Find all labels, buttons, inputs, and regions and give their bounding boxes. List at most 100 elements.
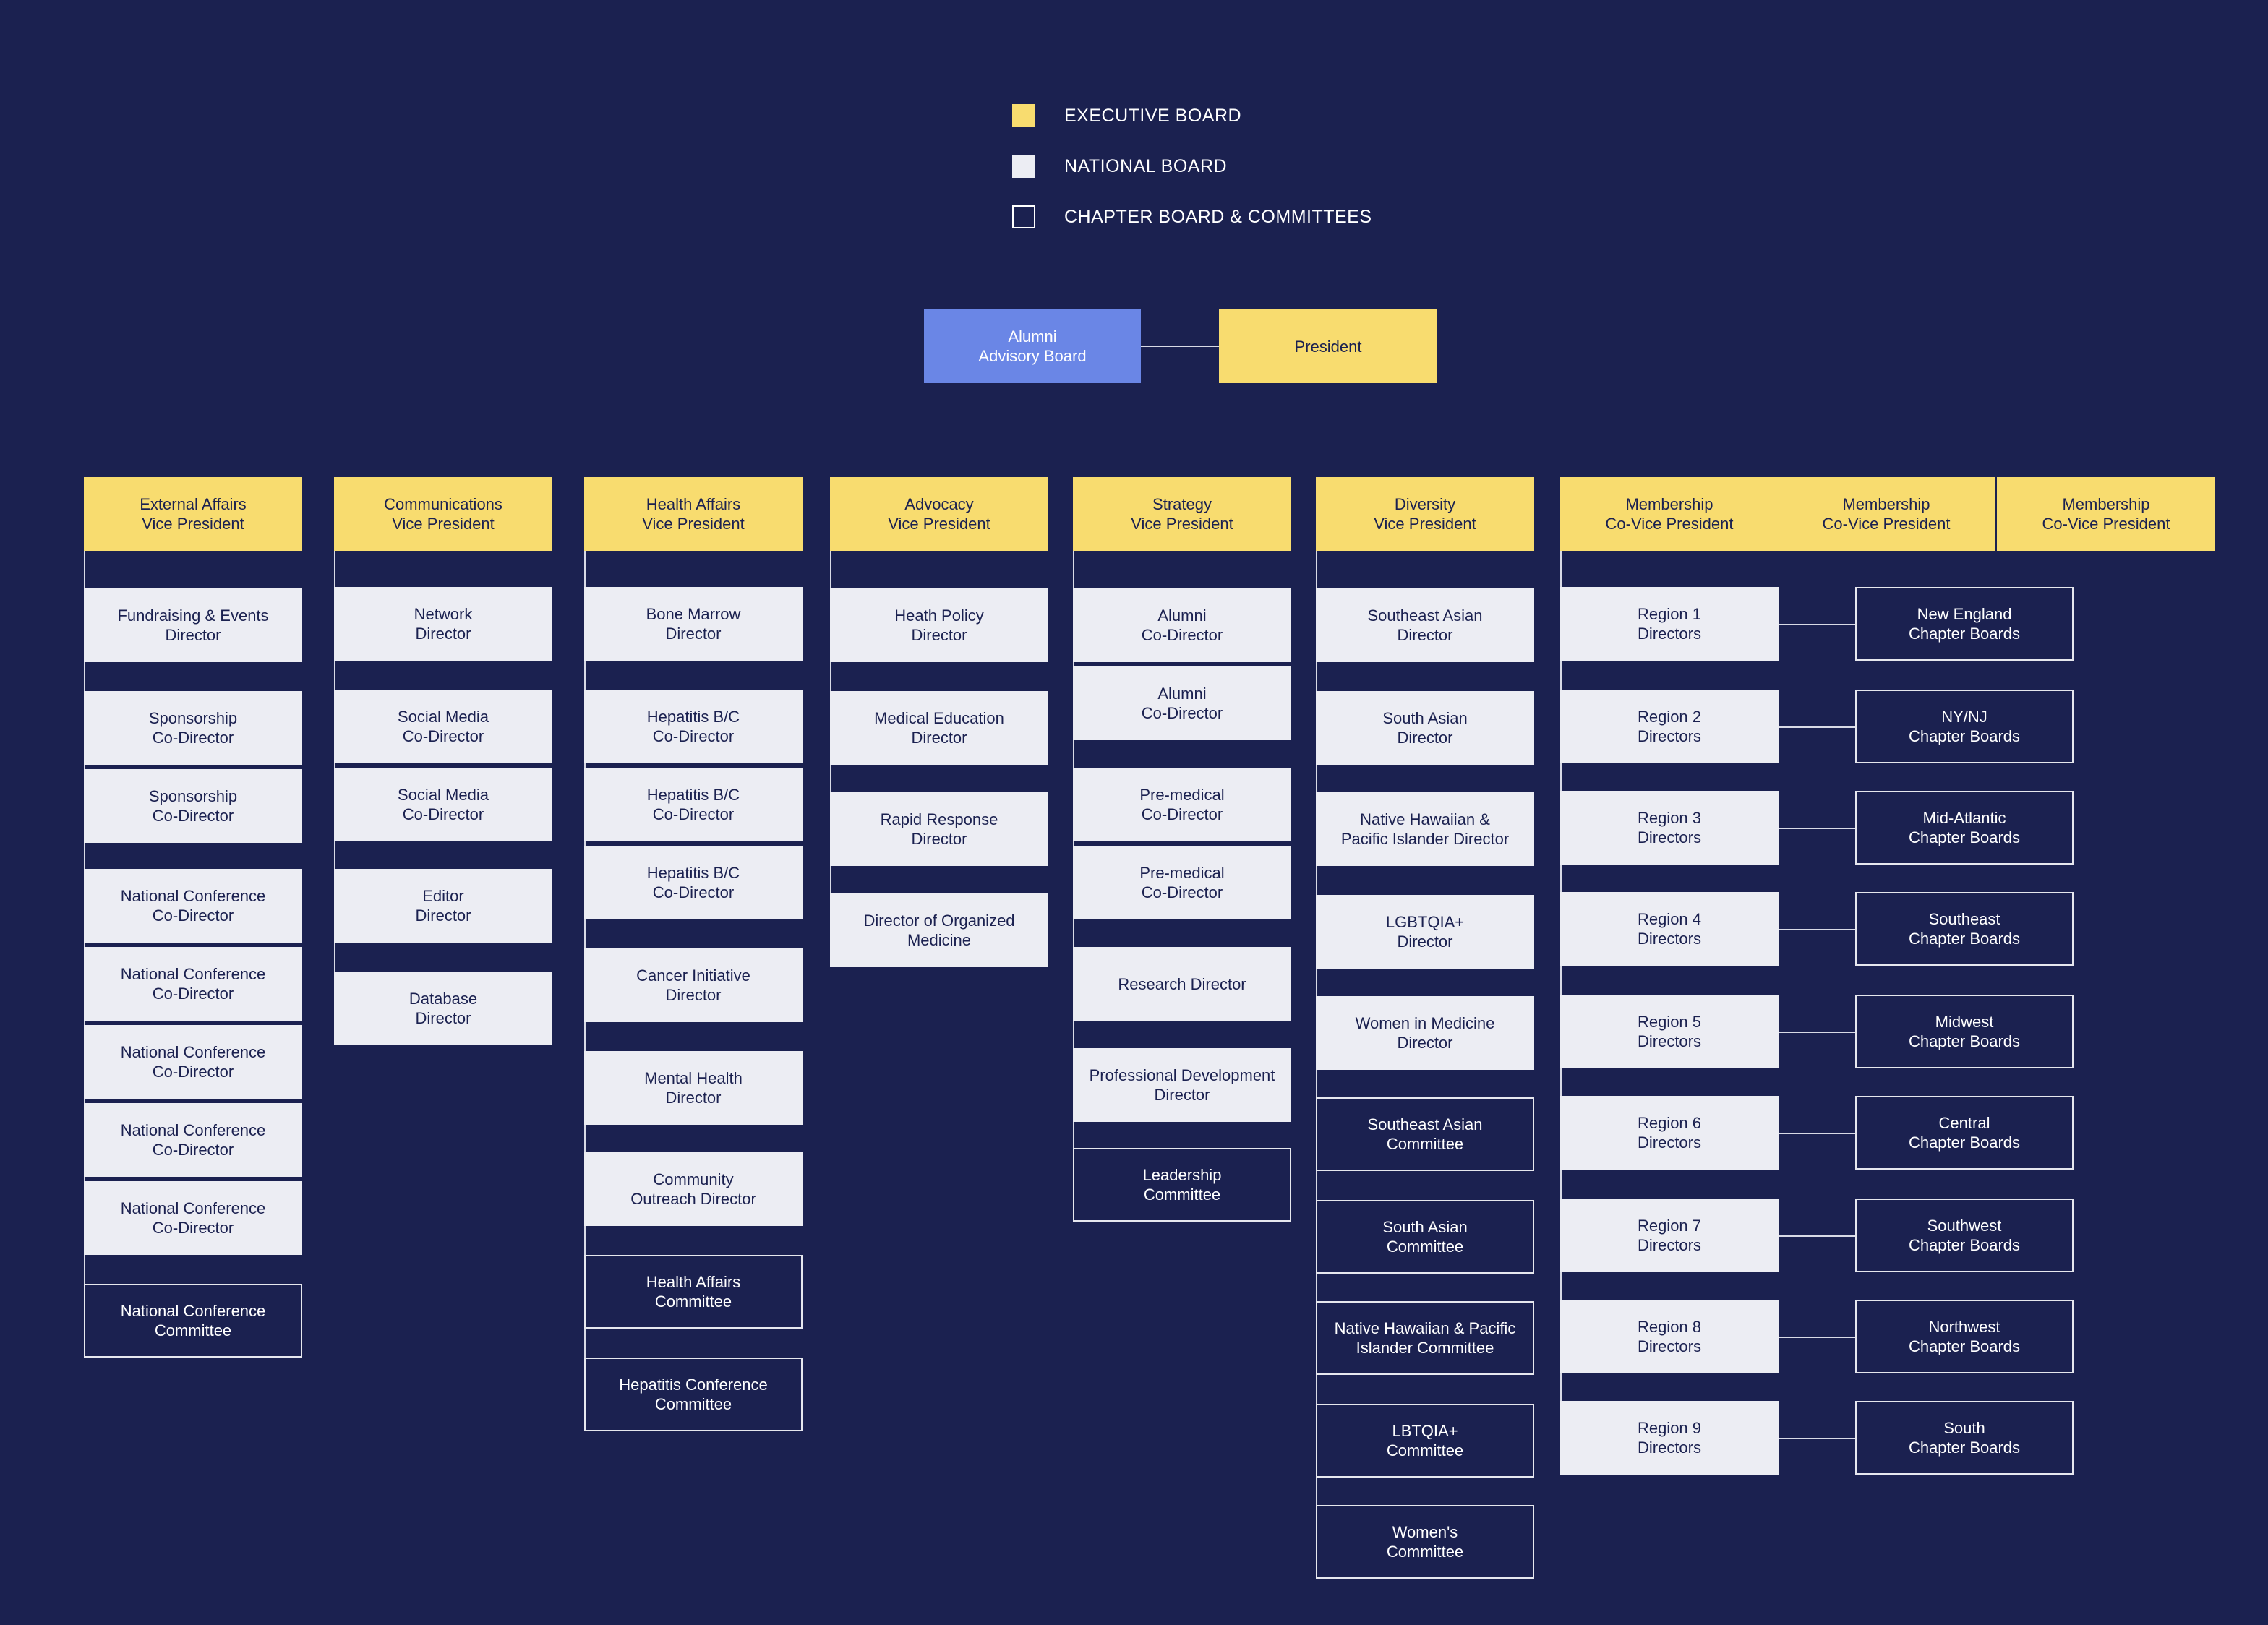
box-line: Southwest (1927, 1217, 2002, 1235)
box-line: Central (1938, 1114, 1990, 1132)
box-line: Vice President (642, 515, 745, 533)
box-line: Director (415, 625, 471, 643)
box-line: Cancer Initiative (636, 966, 750, 985)
box-line: Committee (1386, 1543, 1464, 1561)
box-line: Committee (1143, 1185, 1221, 1204)
box-line: Committee (1386, 1135, 1464, 1153)
chapter-swatch (1012, 205, 1035, 228)
executive-swatch (1012, 104, 1035, 127)
box-line: Rapid Response (880, 810, 998, 828)
box-line: Directors (1637, 1337, 1701, 1355)
box-line: Alumni (1157, 606, 1207, 625)
box-line: Advisory Board (978, 347, 1087, 365)
region-chapter-connector (1779, 1032, 1855, 1033)
box-line: Director (665, 1089, 722, 1107)
box-line: Region 3 (1637, 809, 1702, 827)
box-line: Research Director (1118, 974, 1246, 993)
box-line: Fundraising & Events (117, 606, 269, 625)
box-line: Network (414, 605, 473, 623)
region-chapter-connector (1779, 1337, 1855, 1338)
box-line: Director (911, 626, 967, 644)
box-line: Hepatitis B/C (646, 786, 740, 804)
box-line: Native Hawaiian & Pacific (1334, 1319, 1516, 1337)
box-line: South Asian (1382, 1218, 1468, 1236)
box-line: Community (653, 1170, 734, 1188)
box-line: Heath Policy (894, 606, 984, 625)
box-line: Co-Director (1141, 805, 1223, 823)
box-line: Region 4 (1637, 910, 1702, 928)
committee-box: LBTQIA+Committee (1316, 1404, 1534, 1478)
box-line: Co-Director (152, 807, 234, 825)
box-line: Diversity (1394, 495, 1456, 513)
box-line: Vice President (888, 515, 990, 533)
box-line: Mental Health (644, 1069, 743, 1087)
region-chapter-connector (1779, 1438, 1855, 1439)
box-line: Outreach Director (630, 1190, 756, 1208)
box-line: Hepatitis B/C (646, 708, 740, 726)
box-line: Chapter Boards (1908, 1337, 2021, 1355)
box-line: Membership (2062, 495, 2150, 513)
box-line: LGBTQIA+ (1385, 913, 1465, 931)
box-line: Region 5 (1637, 1013, 1702, 1031)
box-line: South Asian (1382, 709, 1468, 727)
box-line: Vice President (1374, 515, 1476, 533)
national-swatch (1012, 155, 1035, 178)
box-line: Health Affairs (646, 1273, 741, 1291)
box-line: Director (1154, 1086, 1210, 1104)
box-line: Co-Director (152, 985, 234, 1003)
box-line: Director (1397, 729, 1453, 747)
box-line: Director (415, 1009, 471, 1027)
box-line: Region 6 (1637, 1114, 1702, 1132)
box-line: Region 1 (1637, 605, 1702, 623)
box-line: Directors (1637, 1439, 1701, 1457)
box-line: Co-Director (1141, 704, 1223, 722)
box-line: Editor (422, 887, 464, 905)
box-line: Directors (1637, 1236, 1701, 1254)
box-line: National Conference (120, 1043, 266, 1061)
box-line: Director (911, 729, 967, 747)
box-line: Co-Vice President (2042, 515, 2170, 533)
box-line: Directors (1637, 727, 1701, 745)
box-line: Co-Director (402, 727, 484, 745)
box-line: Health Affairs (646, 495, 741, 513)
legend-label: EXECUTIVE BOARD (1064, 105, 1242, 126)
box-line: Chapter Boards (1908, 625, 2021, 643)
region-chapter-connector (1779, 624, 1855, 625)
box-line: Directors (1637, 828, 1701, 846)
region-chapter-connector (1779, 828, 1855, 829)
box-line: Chapter Boards (1908, 1032, 2021, 1050)
box-line: Co-Director (402, 805, 484, 823)
box-line: Director (415, 906, 471, 925)
box-line: Directors (1637, 625, 1701, 643)
box-line: National Conference (120, 1121, 266, 1139)
director-box: Research Director (1073, 947, 1291, 1021)
